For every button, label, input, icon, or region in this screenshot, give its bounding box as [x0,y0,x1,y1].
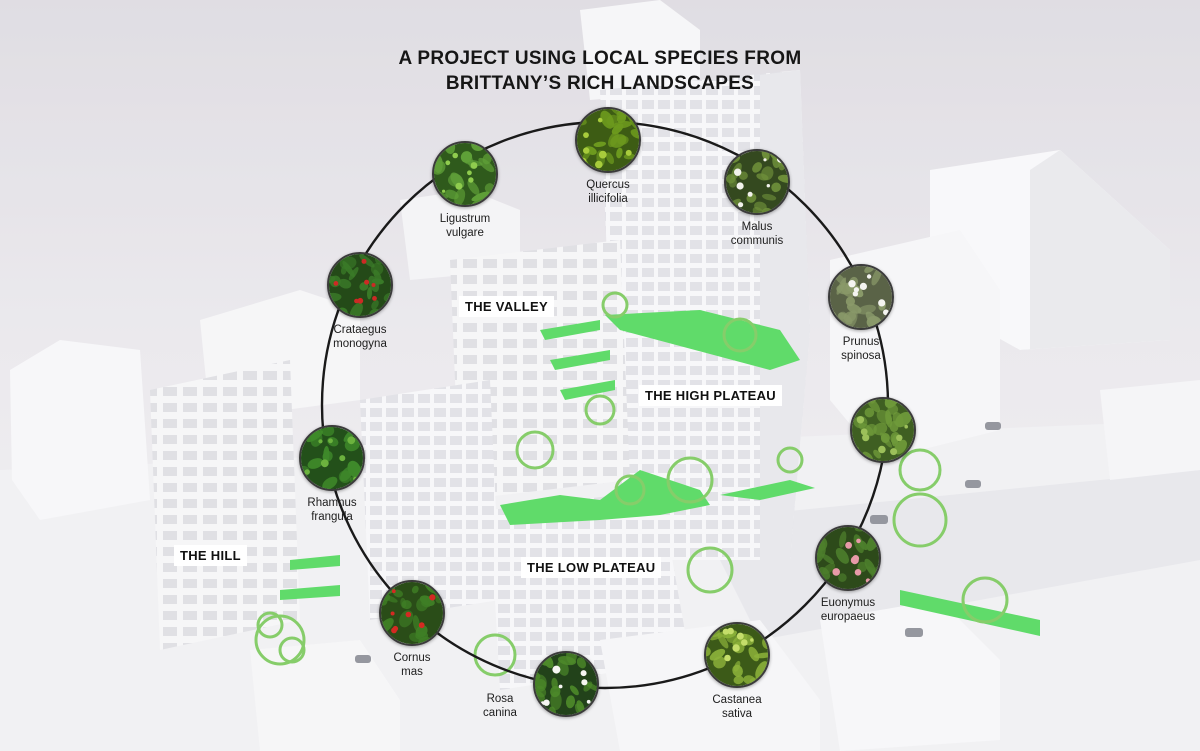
green-terrace-1 [540,320,600,340]
block-front-right [820,600,1000,751]
zone-label-high-plateau: THE HIGH PLATEAU [639,385,782,406]
green-terrace-hill-1 [290,555,340,570]
plant-photo-icon [533,651,599,717]
plant-photo-icon [815,525,881,591]
building-hill [150,360,300,650]
green-terrace-2 [550,350,610,370]
block-front-left [250,640,400,751]
green-roof-low-plateau [500,470,710,525]
title-line-1: A PROJECT USING LOCAL SPECIES FROM [398,48,802,69]
plant-photo-icon [379,580,445,646]
species-unnamed-tree [813,397,953,468]
block-top [580,0,700,100]
block-far-right-shade [1020,150,1170,350]
green-roof-right [720,480,815,500]
title: A PROJECT USING LOCAL SPECIES FROM BRITT… [300,46,900,96]
zone-label-valley: THE VALLEY [459,296,554,317]
zone-label-hill: THE HILL [174,545,247,566]
green-terrace-hill-2 [280,585,340,600]
model-trees [254,291,1009,677]
title-line-2: BRITTANY’S RICH LANDSCAPES [445,73,755,94]
model-cars [355,422,1001,663]
building-hill-2 [360,380,500,620]
block-left-far [10,340,150,520]
plant-photo-icon [299,425,365,491]
plant-photo-icon [850,397,916,463]
green-path [900,590,1040,636]
plant-photo-icon [575,107,641,173]
street [700,470,1200,640]
plant-photo-icon [327,252,393,318]
block-right-low [1100,380,1200,480]
plant-photo-icon [724,149,790,215]
zone-label-low-plateau: THE LOW PLATEAU [521,557,662,578]
plant-photo-icon [704,622,770,688]
plant-photo-icon [432,141,498,207]
plant-photo-icon [828,264,894,330]
green-terrace-3 [560,380,615,400]
